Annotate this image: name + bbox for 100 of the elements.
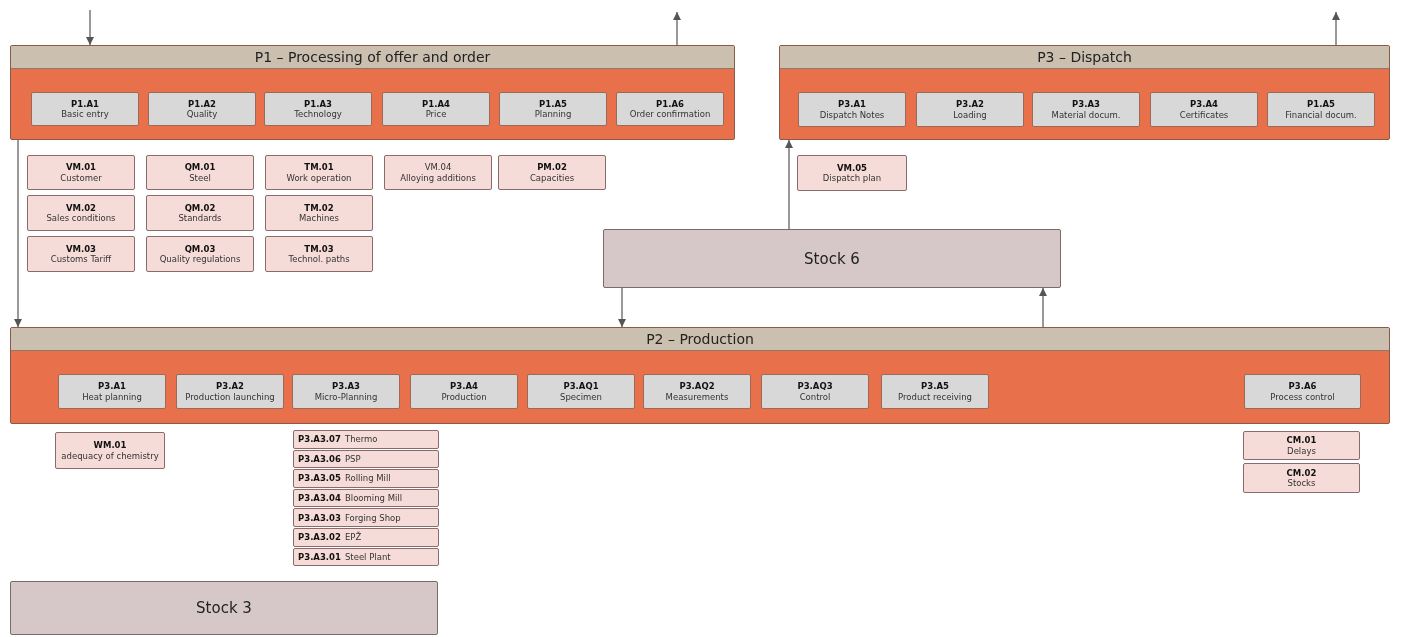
item-code: P3.A6 bbox=[1288, 381, 1317, 392]
item-code: P3.A3.02 bbox=[298, 532, 341, 543]
item-label: Order confirmation bbox=[629, 109, 711, 120]
item-code: P1.A4 bbox=[422, 98, 450, 109]
item-label: Certificates bbox=[1179, 109, 1229, 120]
item-label: Machines bbox=[299, 213, 339, 224]
item-code: TM.01 bbox=[304, 162, 334, 173]
item-code: P3.A3.01 bbox=[298, 551, 341, 562]
item-code: CM.01 bbox=[1286, 435, 1317, 446]
activity-box bbox=[527, 374, 635, 409]
item-code: P3.A3.06 bbox=[298, 453, 341, 464]
activity-box bbox=[292, 374, 400, 409]
item-code: P3.A4 bbox=[1190, 99, 1218, 110]
data-box bbox=[55, 432, 165, 469]
item-label: EPŽ bbox=[344, 532, 362, 543]
item-code: P1.A5 bbox=[539, 98, 567, 109]
activity-box bbox=[410, 374, 518, 409]
item-code: QM.03 bbox=[184, 243, 216, 254]
item-label: Financial docum. bbox=[1285, 109, 1357, 120]
item-label: Product receiving bbox=[898, 391, 972, 402]
item-label: adequacy of chemistry bbox=[61, 450, 159, 461]
item-label: Basic entry bbox=[61, 109, 109, 120]
item-label: Control bbox=[799, 391, 831, 402]
process-panel bbox=[779, 45, 1390, 140]
item-code: P3.A3.04 bbox=[298, 493, 341, 504]
activity-box bbox=[881, 374, 989, 409]
item-label: Forging Shop bbox=[344, 512, 401, 523]
stock-label: Stock 3 bbox=[196, 599, 252, 617]
item-code: P3.A1 bbox=[838, 99, 866, 110]
item-code: P3.A3.05 bbox=[298, 473, 341, 484]
arrow bbox=[673, 11, 681, 46]
item-label: Micro-Planning bbox=[314, 391, 378, 402]
item-code: QM.01 bbox=[184, 162, 216, 173]
item-code: P1.A3 bbox=[304, 98, 332, 109]
activity-box bbox=[1267, 92, 1375, 127]
item-label: Rolling Mill bbox=[344, 473, 391, 484]
item-code: VM.03 bbox=[65, 243, 97, 254]
data-box bbox=[27, 195, 135, 231]
item-code: TM.03 bbox=[304, 243, 334, 254]
activity-box bbox=[31, 92, 139, 126]
item-code: P1.A6 bbox=[656, 98, 684, 109]
item-label: Heat planning bbox=[82, 391, 142, 402]
activity-box bbox=[761, 374, 869, 409]
item-label: PSP bbox=[344, 453, 361, 464]
sub-activity-box bbox=[293, 430, 439, 449]
data-box bbox=[27, 236, 135, 272]
item-label: Material docum. bbox=[1051, 109, 1121, 120]
activity-box bbox=[382, 92, 490, 126]
activity-box bbox=[499, 92, 607, 126]
item-code: P3.A1 bbox=[98, 381, 126, 392]
item-code: P3.A3 bbox=[332, 381, 360, 392]
item-code: VM.02 bbox=[65, 202, 97, 213]
arrow bbox=[1039, 287, 1047, 328]
data-box bbox=[146, 236, 254, 272]
item-label: Blooming Mill bbox=[344, 493, 403, 504]
item-code: P3.A3.07 bbox=[298, 434, 341, 445]
item-label: Sales conditions bbox=[46, 213, 116, 224]
item-label: Stocks bbox=[1287, 478, 1316, 489]
item-label: Alloying additions bbox=[400, 172, 476, 183]
item-code: P3.A4 bbox=[450, 381, 478, 392]
item-code: VM.05 bbox=[836, 162, 868, 173]
item-code: P3.A5 bbox=[921, 381, 949, 392]
activity-box bbox=[58, 374, 166, 409]
data-box bbox=[1243, 431, 1360, 460]
sub-activity-box bbox=[293, 488, 439, 508]
activity-box bbox=[916, 92, 1024, 127]
item-code: P1.A2 bbox=[188, 98, 216, 109]
item-label: Price bbox=[425, 109, 447, 120]
data-box bbox=[1243, 463, 1360, 493]
item-code: VM.01 bbox=[65, 162, 97, 173]
process-panel bbox=[10, 45, 735, 140]
item-label: Production bbox=[441, 391, 487, 402]
item-label: Planning bbox=[534, 109, 572, 120]
data-box bbox=[27, 155, 135, 190]
arrow bbox=[14, 139, 22, 328]
panel-header: P3 – Dispatch bbox=[780, 46, 1389, 69]
item-code: P3.AQ3 bbox=[797, 381, 833, 392]
item-code: P1.A5 bbox=[1307, 99, 1335, 110]
sub-activity-box bbox=[293, 508, 439, 527]
data-box bbox=[384, 155, 492, 190]
item-label: Delays bbox=[1287, 445, 1316, 456]
sub-activity-box bbox=[293, 469, 439, 488]
item-code: P3.A3.03 bbox=[298, 512, 341, 523]
activity-box bbox=[264, 92, 372, 126]
item-code: TM.02 bbox=[304, 202, 334, 213]
item-label: Work operation bbox=[286, 172, 352, 183]
item-label: Specimen bbox=[560, 391, 602, 402]
activity-box bbox=[798, 92, 906, 127]
arrow bbox=[785, 139, 793, 230]
sub-activity-box bbox=[293, 449, 439, 469]
panel-header: P1 – Processing of offer and order bbox=[11, 46, 734, 69]
activity-box bbox=[1032, 92, 1140, 127]
item-code: P3.AQ2 bbox=[679, 381, 715, 392]
activity-box bbox=[1244, 374, 1361, 409]
item-code: WM.01 bbox=[93, 440, 127, 451]
item-label: Capacities bbox=[529, 172, 575, 183]
sub-activity-box bbox=[293, 528, 439, 547]
item-label: Steel bbox=[189, 172, 211, 183]
item-label: Standards bbox=[178, 213, 222, 224]
item-label: Quality regulations bbox=[159, 254, 241, 265]
